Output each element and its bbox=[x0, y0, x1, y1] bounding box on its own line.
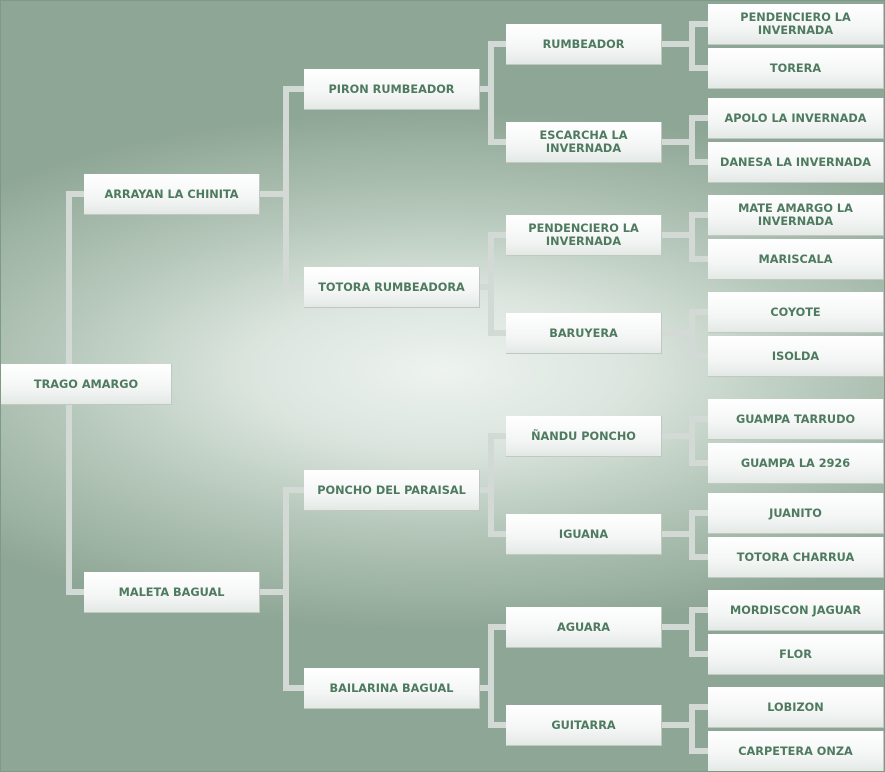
gen4-box-9: GUAMPA TARRUDO bbox=[708, 399, 884, 440]
connector-line bbox=[283, 86, 289, 290]
connector-line bbox=[491, 722, 506, 728]
gen4-box-16: CARPETERA ONZA bbox=[708, 731, 884, 771]
gen4-box-3: APOLO LA INVERNADA bbox=[708, 98, 884, 139]
dam-box: MALETA BAGUAL bbox=[84, 572, 260, 613]
connector-line bbox=[491, 624, 506, 630]
connector-line bbox=[260, 589, 286, 595]
gen4-box-6: MARISCALA bbox=[708, 239, 884, 280]
connector-line bbox=[689, 309, 695, 359]
connector-line bbox=[480, 86, 491, 92]
gen4-box-7: COYOTE bbox=[708, 292, 884, 333]
connector-line bbox=[689, 704, 695, 754]
connector-line bbox=[692, 309, 708, 315]
connector-line bbox=[692, 212, 708, 218]
connector-line bbox=[689, 115, 695, 165]
connector-line bbox=[283, 487, 289, 691]
gen3-box-2: ESCARCHA LA INVERNADA bbox=[506, 122, 662, 163]
connector-line bbox=[692, 159, 708, 165]
gen3-box-8: GUITARRA bbox=[506, 705, 662, 746]
connector-line bbox=[692, 460, 708, 466]
gen4-box-10: GUAMPA LA 2926 bbox=[708, 443, 884, 484]
connector-line bbox=[662, 722, 692, 728]
connector-line bbox=[692, 651, 708, 657]
connector-line bbox=[662, 531, 692, 537]
gen4-box-12: TOTORA CHARRUA bbox=[708, 537, 884, 578]
connector-line bbox=[69, 589, 84, 595]
gen3-box-6: IGUANA bbox=[506, 514, 662, 555]
gen4-box-1: PENDENCIERO LA INVERNADA bbox=[708, 4, 884, 45]
connector-line bbox=[662, 232, 692, 238]
connector-line bbox=[692, 510, 708, 516]
gen4-box-11: JUANITO bbox=[708, 493, 884, 534]
connector-line bbox=[69, 191, 84, 197]
connector-line bbox=[662, 330, 692, 336]
connector-line bbox=[491, 330, 506, 336]
connector-line bbox=[692, 65, 708, 71]
gen4-box-5: MATE AMARGO LA INVERNADA bbox=[708, 195, 884, 236]
connector-line bbox=[491, 531, 506, 537]
gen3-box-1: RUMBEADOR bbox=[506, 24, 662, 65]
connector-line bbox=[689, 21, 695, 71]
connector-line bbox=[692, 416, 708, 422]
connector-line bbox=[491, 232, 506, 238]
gen3-box-4: BARUYERA bbox=[506, 313, 662, 354]
sire-box: ARRAYAN LA CHINITA bbox=[84, 174, 260, 215]
gen3-box-3: PENDENCIERO LA INVERNADA bbox=[506, 215, 662, 256]
connector-line bbox=[491, 41, 506, 47]
connector-line bbox=[491, 139, 506, 145]
connector-line bbox=[692, 554, 708, 560]
gen2-box-4: BAILARINA BAGUAL bbox=[304, 668, 480, 709]
gen3-box-7: AGUARA bbox=[506, 607, 662, 648]
connector-line bbox=[689, 212, 695, 262]
connector-line bbox=[488, 232, 494, 336]
gen2-box-2: TOTORA RUMBEADORA bbox=[304, 267, 480, 308]
gen4-box-4: DANESA LA INVERNADA bbox=[708, 142, 884, 183]
gen2-box-1: PIRON RUMBEADOR bbox=[304, 69, 480, 110]
connector-line bbox=[692, 704, 708, 710]
connector-line bbox=[692, 607, 708, 613]
connector-line bbox=[286, 685, 304, 691]
gen3-box-5: ÑANDU PONCHO bbox=[506, 416, 662, 457]
connector-line bbox=[689, 510, 695, 560]
connector-line bbox=[692, 353, 708, 359]
connector-line bbox=[689, 416, 695, 466]
subject-box: TRAGO AMARGO bbox=[1, 364, 172, 405]
connector-line bbox=[692, 256, 708, 262]
connector-line bbox=[662, 433, 692, 439]
connector-line bbox=[662, 624, 692, 630]
gen4-box-15: LOBIZON bbox=[708, 687, 884, 728]
connector-line bbox=[488, 41, 494, 145]
connector-line bbox=[662, 139, 692, 145]
connector-line bbox=[692, 115, 708, 121]
connector-line bbox=[662, 41, 692, 47]
gen4-box-14: FLOR bbox=[708, 634, 884, 675]
connector-line bbox=[488, 624, 494, 728]
connector-line bbox=[260, 191, 286, 197]
connector-line bbox=[692, 21, 708, 27]
connector-line bbox=[488, 433, 494, 537]
connector-line bbox=[286, 487, 304, 493]
gen2-box-3: PONCHO DEL PARAISAL bbox=[304, 470, 480, 511]
connector-line bbox=[286, 86, 304, 92]
connector-line bbox=[286, 284, 304, 290]
connector-line bbox=[689, 607, 695, 657]
connector-line bbox=[692, 748, 708, 754]
connector-line bbox=[480, 284, 491, 290]
connector-line bbox=[480, 487, 491, 493]
connector-line bbox=[491, 433, 506, 439]
connector-line bbox=[480, 685, 491, 691]
gen4-box-8: ISOLDA bbox=[708, 336, 884, 377]
gen4-box-13: MORDISCON JAGUAR bbox=[708, 590, 884, 631]
gen4-box-2: TORERA bbox=[708, 48, 884, 89]
